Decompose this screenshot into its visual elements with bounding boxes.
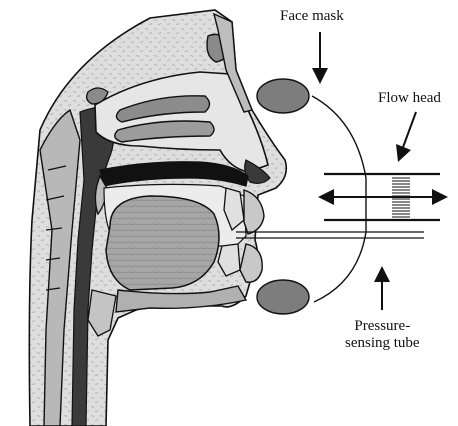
label-pressure-line2: sensing tube [345, 335, 420, 352]
label-pressure-line1: Pressure- [345, 318, 420, 335]
face-mask-arrow-head [312, 68, 328, 84]
airflow-arrow-left-head [318, 189, 334, 205]
label-pressure-sensing-tube: Pressure- sensing tube [345, 318, 420, 353]
mask-seal-lower [257, 280, 309, 314]
mask-seal-upper [257, 79, 309, 113]
flow-head-arrow-shaft [402, 112, 416, 150]
mask-shell [312, 96, 366, 302]
tongue [106, 196, 219, 290]
airflow-arrow-right-head [432, 189, 448, 205]
flow-head-assembly [318, 174, 448, 220]
label-flow-head: Flow head [378, 90, 441, 107]
pressure-sensing-tube [236, 232, 424, 238]
pressure-arrow-head [374, 266, 390, 282]
label-face-mask: Face mask [280, 8, 344, 25]
upper-lip [244, 190, 264, 234]
